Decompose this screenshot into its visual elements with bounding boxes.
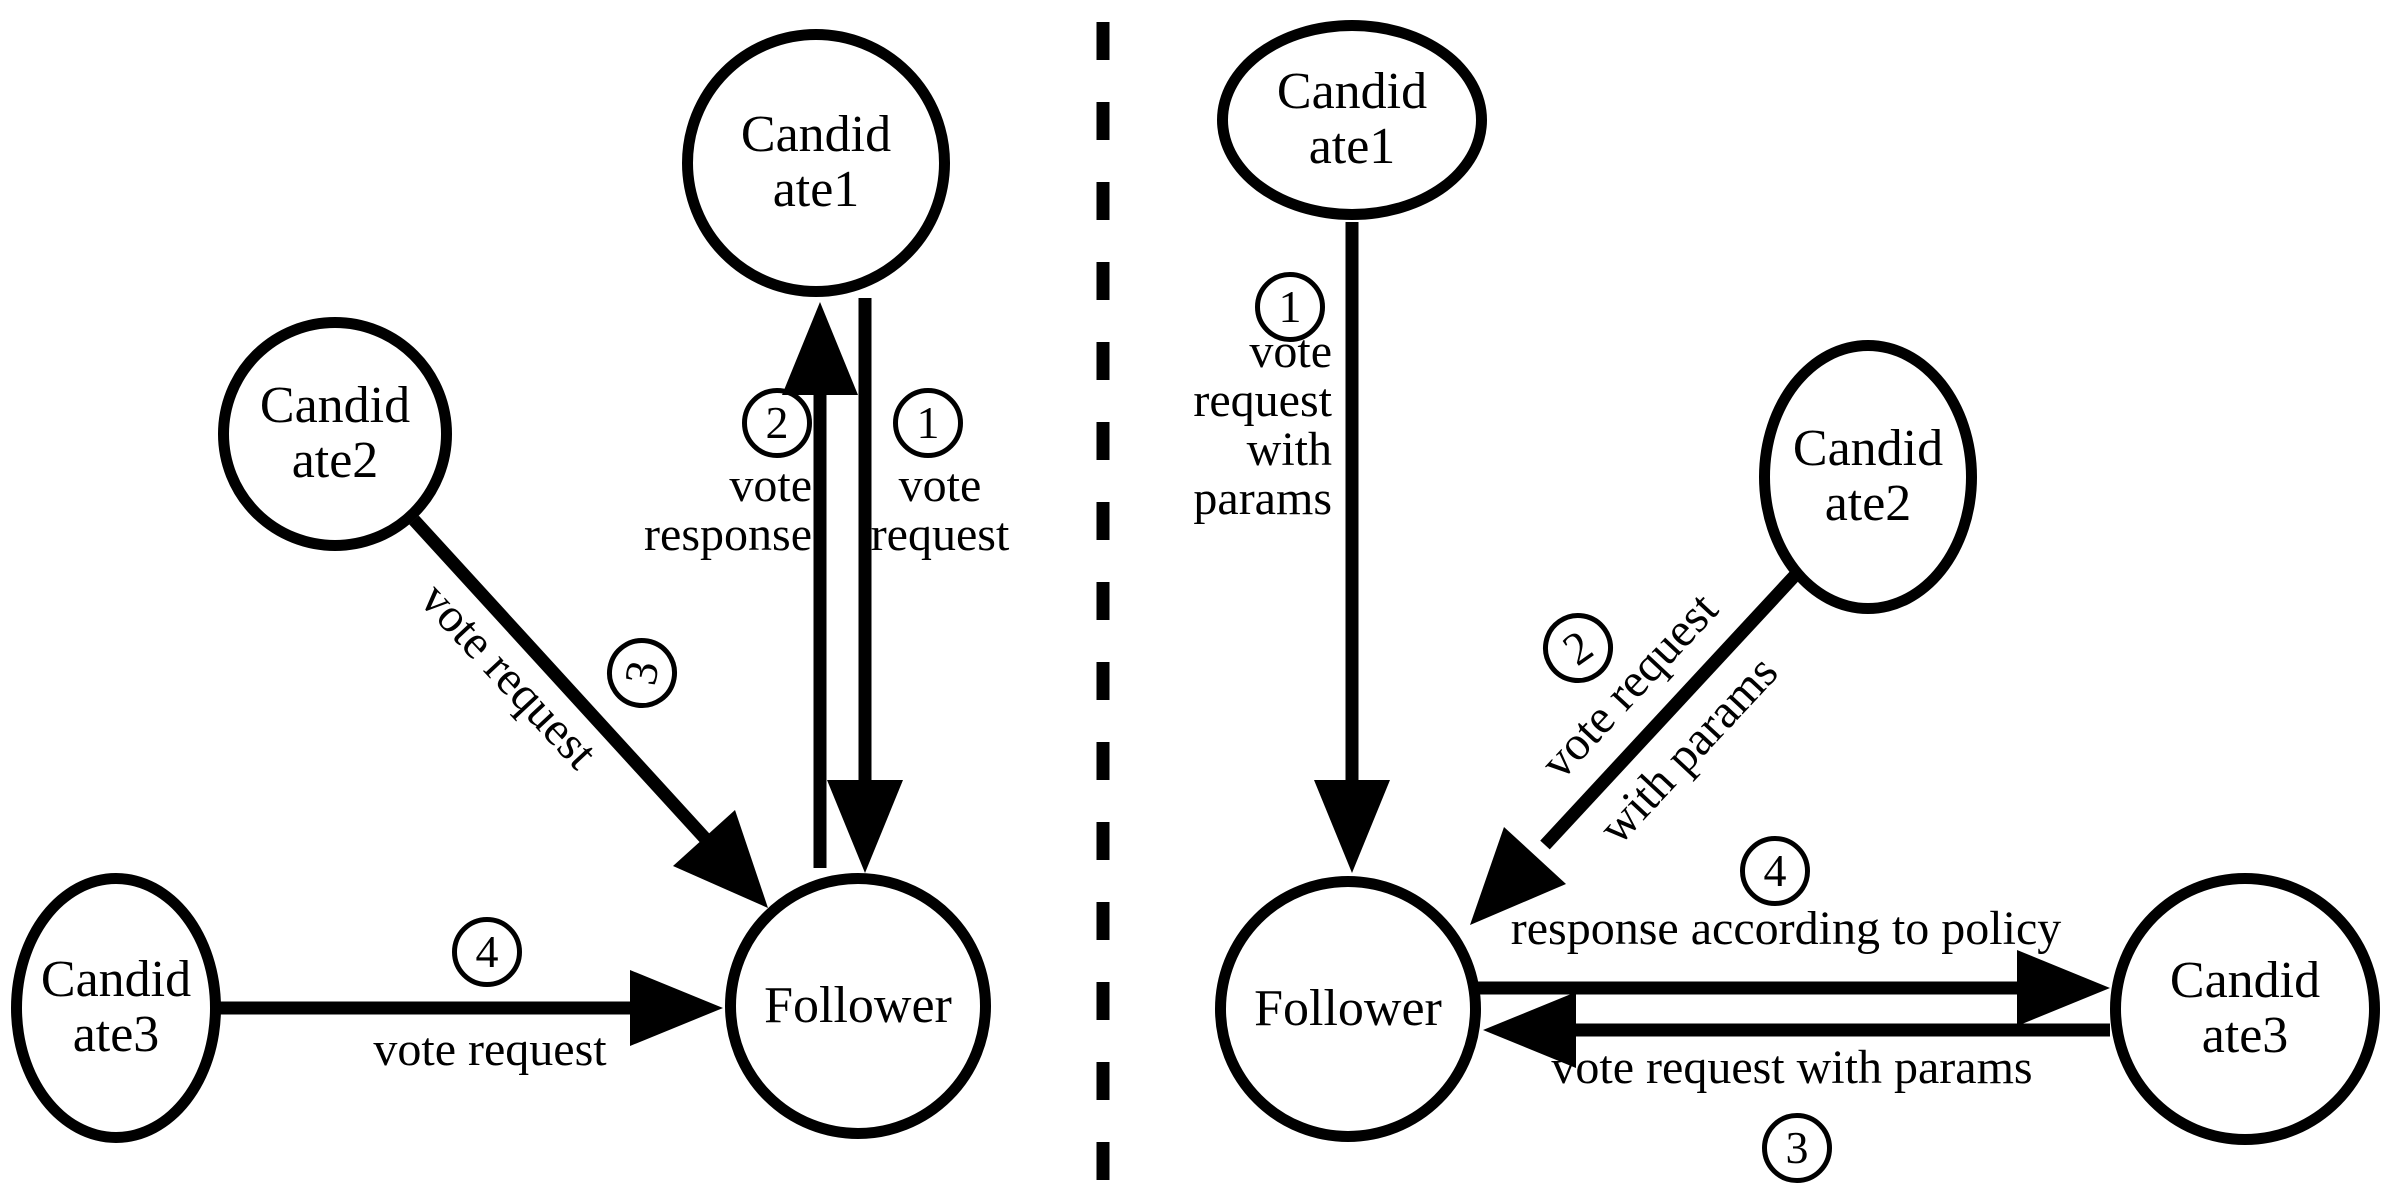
arrow-left-vote-request-4-horizontal — [219, 970, 723, 1046]
arrow-right-vote-request-params-1-down — [1314, 222, 1390, 873]
label-left-vote-request-1: vote request — [870, 459, 1010, 561]
arrow-right-vote-request-params-2-diagonal — [1470, 565, 1805, 925]
label-right-vote-request-params-1: vote request with params — [1193, 325, 1332, 525]
step-badge-left-2: 2 — [742, 388, 812, 458]
label-left-vote-request-4: vote request — [373, 1023, 607, 1076]
node-candidate2-right: Candid ate2 — [1759, 340, 1977, 614]
label-right-response-policy-4: response according to policy — [1510, 902, 2062, 955]
arrow-left-vote-response-2-up — [782, 302, 858, 868]
arrow-right-response-policy-4-right — [1478, 950, 2110, 1026]
step-badge-left-4: 4 — [452, 917, 522, 987]
arrow-left-vote-request-3-diagonal — [409, 515, 768, 908]
node-candidate1-left: Candid ate1 — [682, 29, 950, 297]
node-follower-left: Follower — [725, 873, 991, 1139]
label-left-vote-response: vote response — [644, 459, 812, 561]
node-follower-right: Follower — [1215, 876, 1481, 1142]
step-badge-left-1: 1 — [893, 388, 963, 458]
label-right-vote-request-params-3: vote request with params — [1551, 1041, 2033, 1094]
node-candidate2-left: Candid ate2 — [218, 317, 452, 551]
step-badge-right-3: 3 — [1762, 1113, 1832, 1183]
arrow-left-vote-request-1-down — [827, 298, 903, 873]
node-candidate1-right: Candid ate1 — [1217, 20, 1487, 220]
node-candidate3-right: Candid ate3 — [2110, 873, 2380, 1145]
step-badge-right-1: 1 — [1255, 272, 1325, 342]
arrow-right-vote-request-params-3-left — [1483, 992, 2110, 1068]
step-badge-right-4: 4 — [1740, 836, 1810, 906]
node-candidate3-left: Candid ate3 — [11, 873, 221, 1143]
